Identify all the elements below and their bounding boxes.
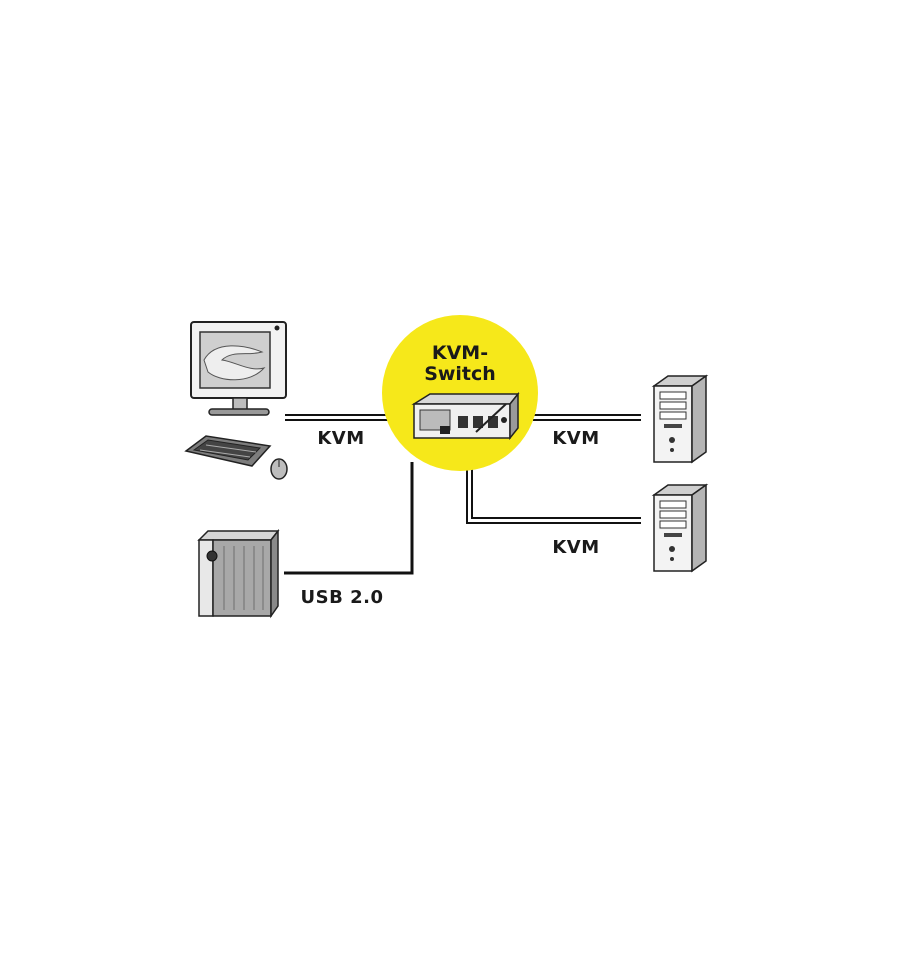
usb-cable-label: USB 2.0 xyxy=(301,587,384,608)
console-group xyxy=(184,321,288,480)
hub-title-line2: Switch xyxy=(424,363,496,385)
hub-title-line1: KVM- xyxy=(432,342,488,364)
tower-pc-icon-top xyxy=(651,374,709,464)
kvm-switch-hub: KVM- Switch xyxy=(382,315,538,471)
pc-top-cable-label: KVM xyxy=(552,428,599,449)
console-cable xyxy=(285,414,392,421)
pc-bottom-cable-label: KVM xyxy=(552,537,599,558)
monitor-icon xyxy=(190,321,287,416)
connection-lines xyxy=(284,414,641,575)
usb-cable xyxy=(284,462,414,575)
external-hard-drive-icon xyxy=(197,528,280,619)
kvm-switch-device-icon xyxy=(411,391,520,441)
keyboard-icon xyxy=(184,435,272,467)
mouse-icon xyxy=(270,458,288,480)
tower-pc-icon-bottom xyxy=(651,483,709,573)
pc-bottom-cable xyxy=(466,465,641,524)
console-cable-label: KVM xyxy=(317,428,364,449)
hub-circle xyxy=(382,315,538,471)
pc-top-cable xyxy=(533,414,641,421)
